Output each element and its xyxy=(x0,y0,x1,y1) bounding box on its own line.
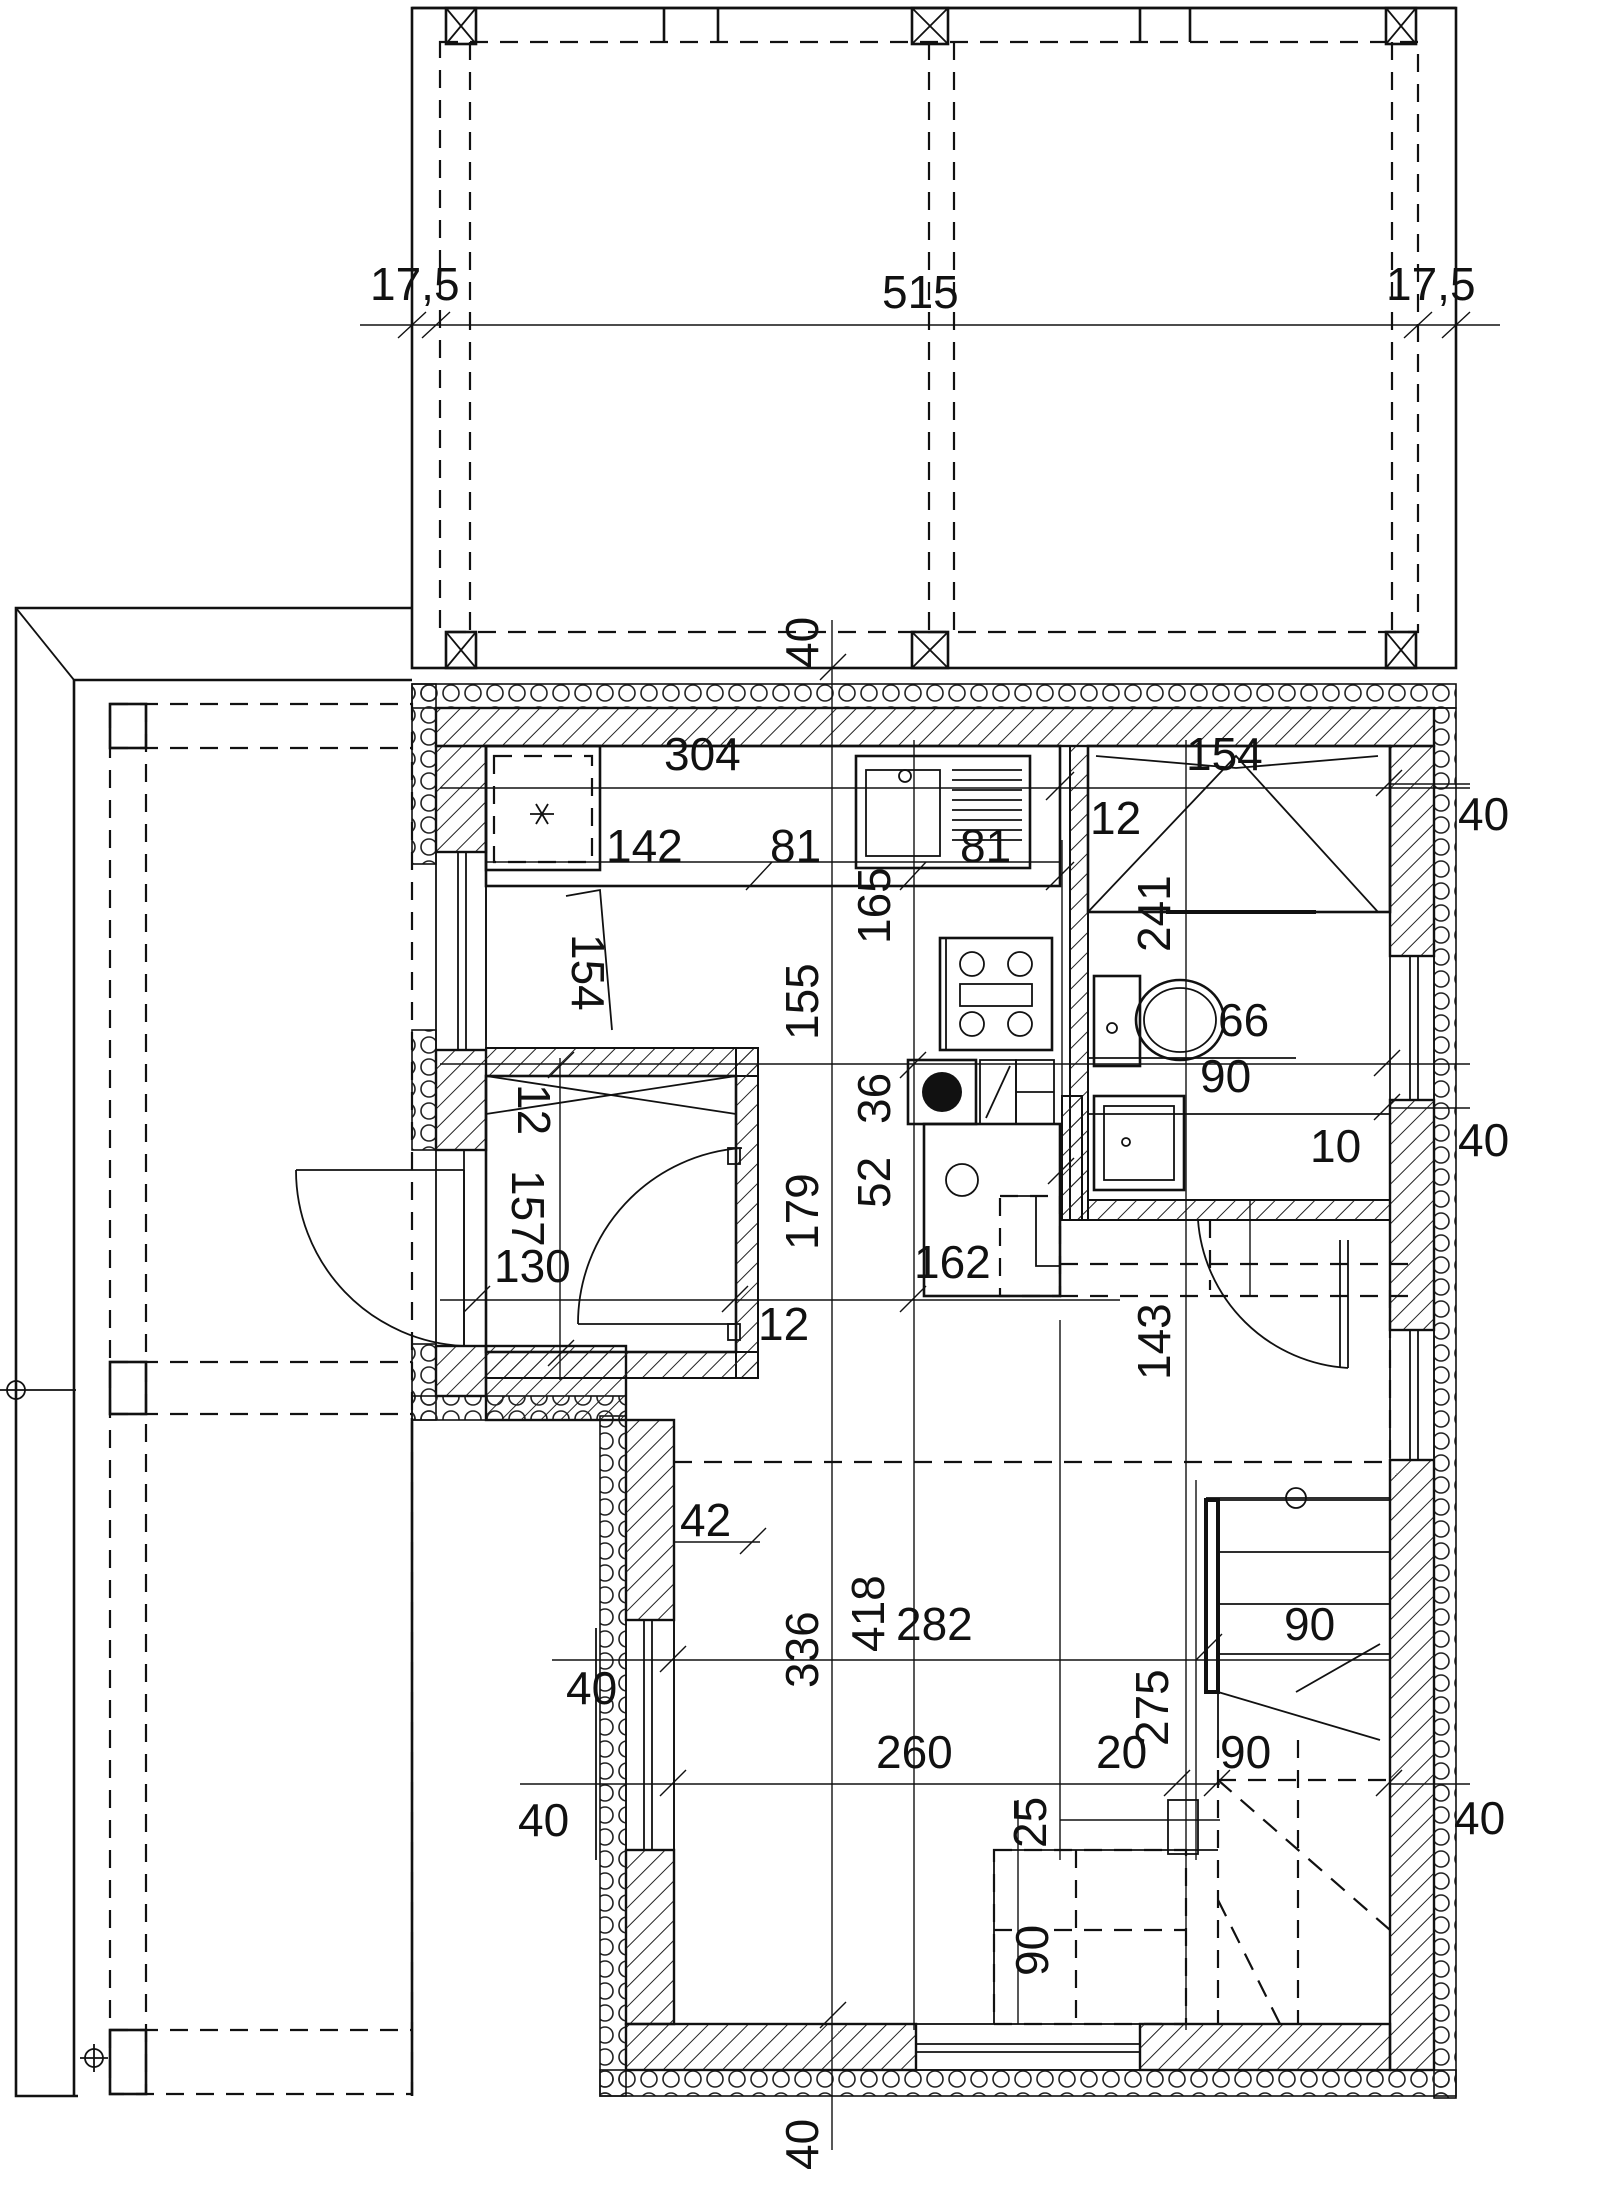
pergola-post xyxy=(1384,630,1418,670)
dim-kitchen-depth: 155 xyxy=(776,963,828,1040)
dim-left-wall-a: 40 xyxy=(566,1662,617,1714)
dim-partition-left: 12 xyxy=(508,1084,560,1135)
dim-bath-length: 241 xyxy=(1128,875,1180,952)
window-bottom xyxy=(915,2023,1141,2071)
pergola xyxy=(360,6,1500,670)
window-right-bath xyxy=(1389,955,1435,1101)
dim-fridge-width: 142 xyxy=(606,820,683,872)
fridge xyxy=(484,744,602,872)
dim-counter-a: 81 xyxy=(770,820,821,872)
stairs xyxy=(1167,1487,1391,2025)
dim-kitchen-width: 304 xyxy=(664,728,741,780)
dim-stair-run: 275 xyxy=(1126,1669,1178,1746)
exterior-walls xyxy=(295,683,1457,2099)
dim-pergola-left: 17,5 xyxy=(370,258,460,310)
dim-left-wall-b: 40 xyxy=(518,1794,569,1846)
crosshair-icon xyxy=(80,2044,108,2072)
dim-living-offset: 42 xyxy=(680,1494,731,1546)
dim-living-total: 418 xyxy=(842,1575,894,1652)
toilet xyxy=(1092,974,1226,1068)
dim-bath-door: 143 xyxy=(1128,1303,1180,1380)
dim-step-offset: 25 xyxy=(1004,1797,1056,1848)
dim-closet-width: 130 xyxy=(494,1240,571,1292)
dim-storage-depth: 90 xyxy=(1006,1925,1058,1976)
bathroom xyxy=(1086,744,1392,1369)
pergola-post xyxy=(444,630,478,670)
dim-living-width: 282 xyxy=(896,1598,973,1650)
shower xyxy=(1086,744,1392,914)
dim-right-wall-bottom: 40 xyxy=(1454,1792,1505,1844)
crosshair-icon xyxy=(6,1380,26,1400)
sink xyxy=(854,754,1032,870)
dim-island-gap: 52 xyxy=(848,1157,900,1208)
pergola-post xyxy=(444,6,478,46)
dim-hall-depth: 179 xyxy=(776,1173,828,1250)
dim-pergola-width: 515 xyxy=(882,266,959,318)
bath-basin xyxy=(1092,1094,1186,1192)
dim-basin-width: 90 xyxy=(1200,1050,1251,1102)
dim-pantry-length: 154 xyxy=(562,934,614,1011)
window-left xyxy=(435,851,487,1051)
pergola-post xyxy=(1384,6,1418,46)
dim-counter-depth: 165 xyxy=(848,867,900,944)
island xyxy=(922,1122,1062,1298)
oven xyxy=(906,1058,1055,1126)
dim-pergola-right: 17,5 xyxy=(1386,258,1476,310)
closet xyxy=(484,1074,743,1354)
dimension-labels: 17,5 515 17,5 40 304 154 40 142 81 81 12… xyxy=(370,258,1509,2170)
dim-island-width: 162 xyxy=(914,1236,991,1288)
dim-right-wall-mid: 40 xyxy=(1458,1114,1509,1166)
dim-living-depth: 336 xyxy=(776,1611,828,1688)
dim-counter-b: 81 xyxy=(960,820,1011,872)
snowflake-icon xyxy=(530,803,554,825)
bath-door xyxy=(1197,1219,1349,1369)
dim-wall-bottom: 40 xyxy=(776,2119,828,2170)
kitchen xyxy=(484,744,1062,1298)
cooktop xyxy=(938,936,1054,1052)
dim-living-inner: 260 xyxy=(876,1726,953,1778)
dim-stair-width-top: 90 xyxy=(1284,1598,1335,1650)
dim-partition-bath: 10 xyxy=(1310,1120,1361,1172)
dim-stove-gap: 36 xyxy=(848,1073,900,1124)
window-right-hall xyxy=(1389,1329,1435,1461)
dim-wall-top: 40 xyxy=(776,617,828,668)
dim-stair-width-bottom: 90 xyxy=(1220,1726,1271,1778)
pergola-post xyxy=(910,630,950,670)
entrance-door xyxy=(295,1150,465,1347)
window-living-left xyxy=(625,1619,675,1851)
dim-partition-top: 12 xyxy=(1090,792,1141,844)
living-area xyxy=(673,1220,1420,2024)
dim-wc-width: 66 xyxy=(1218,994,1269,1046)
dim-bath-width: 154 xyxy=(1186,728,1263,780)
dim-partition-closet: 12 xyxy=(758,1298,809,1350)
pergola-post xyxy=(910,6,950,46)
dim-stair-gap: 20 xyxy=(1096,1726,1147,1778)
dim-right-wall-top: 40 xyxy=(1458,788,1509,840)
dim-closet-length: 157 xyxy=(502,1170,554,1247)
dimension-lines xyxy=(440,620,1470,2150)
